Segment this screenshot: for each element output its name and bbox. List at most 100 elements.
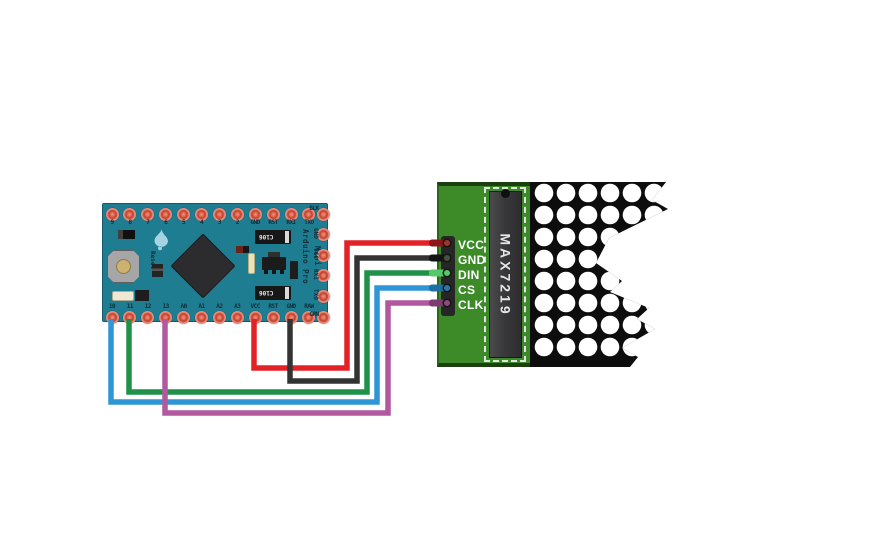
pin-label-bottom-13: 13: [162, 302, 170, 310]
pin-label-top-RXI: RXI: [286, 218, 296, 226]
wire-tip-gnd: [429, 254, 446, 262]
pad-bottom-A0: [177, 310, 191, 324]
matrix-dot: [600, 337, 620, 357]
voltage-regulator-tab: [268, 252, 280, 257]
pad-top-6: [159, 207, 173, 221]
pad-right-GRN: [316, 310, 330, 324]
pad-bottom-12: [141, 310, 155, 324]
voltage-regulator: [262, 257, 286, 270]
pin-label-top-5: 5: [182, 218, 186, 226]
pin-label-top-8: 8: [128, 218, 132, 226]
matrix-dot: [578, 227, 598, 247]
pin-label-bottom-A1: A1: [198, 302, 205, 310]
matrix-dot: [556, 337, 576, 357]
matrix-dot: [556, 315, 576, 335]
pad-bottom-RST: [266, 310, 280, 324]
regulator-leg: [264, 270, 268, 274]
regulator-leg: [280, 270, 284, 274]
capacitor-c106: C106: [255, 286, 291, 300]
matrix-dot: [534, 337, 554, 357]
capacitor-small: [290, 261, 298, 279]
matrix-dot: [578, 249, 598, 269]
capacitor-c106: C106: [255, 230, 291, 244]
matrix-dot: [578, 183, 598, 203]
pin-label-bottom-GND: GND: [286, 302, 296, 310]
led-white: [112, 291, 134, 301]
matrix-dot: [556, 205, 576, 225]
module-pin-din: [442, 268, 452, 278]
matrix-dot: [534, 271, 554, 291]
resistor: [118, 230, 135, 239]
wire-clk: [162, 300, 434, 416]
matrix-dot: [600, 271, 620, 291]
matrix-dot: [622, 205, 642, 225]
matrix-dot: [578, 315, 598, 335]
matrix-dot: [534, 205, 554, 225]
resistor: [236, 246, 249, 253]
pad-top-2: [230, 207, 244, 221]
pin-label-top-3: 3: [217, 218, 222, 226]
pad-bottom-A3: [230, 310, 244, 324]
pin-label-bottom-10: 10: [108, 302, 116, 310]
pin-label-top-6: 6: [164, 218, 168, 226]
pin-label-bottom-A2: A2: [216, 302, 223, 310]
max7219-ic: MAX7219: [489, 191, 522, 358]
matrix-dot: [534, 183, 554, 203]
pad-top-TXO: [302, 207, 316, 221]
pin-label-top-7: 7: [146, 218, 150, 226]
pad-right-RXI: [316, 269, 330, 283]
capacitor-band: [285, 231, 289, 243]
pin-label-bottom-VCC: VCC: [250, 302, 261, 310]
module-pin-vcc: [442, 238, 452, 248]
pad-top-5: [177, 207, 191, 221]
module-pin-cs: [442, 283, 452, 293]
pad-bottom-A2: [212, 310, 226, 324]
wire-vcc: [251, 240, 434, 371]
matrix-dot: [556, 249, 576, 269]
pad-top-3: [212, 207, 226, 221]
matrix-dot: [578, 293, 598, 313]
pad-top-8: [123, 207, 137, 221]
matrix-dot: [600, 315, 620, 335]
pad-top-4: [195, 207, 208, 221]
pin-label-top-RST: RST: [268, 218, 278, 226]
matrix-dot: [556, 227, 576, 247]
pin-label-bottom-A3: A3: [234, 302, 241, 310]
wire-tip-cs: [429, 284, 446, 292]
wire-tip-vcc: [429, 239, 446, 247]
matrix-dot: [534, 249, 554, 269]
matrix-dot: [534, 227, 554, 247]
pad-top-7: [141, 207, 155, 221]
module-pin-label-cs: CS: [458, 283, 476, 297]
pad-right-BLK: [316, 207, 330, 221]
matrix-dot: [622, 315, 642, 335]
matrix-dot: [600, 293, 620, 313]
wire-tip-clk: [429, 299, 446, 307]
module-pin-label-gnd: GND: [458, 253, 486, 267]
pad-bottom-RAW: [302, 310, 316, 324]
pin-label-bottom-RST: RST: [268, 302, 278, 310]
module-pin-clk: [442, 298, 452, 308]
resistor: [152, 264, 163, 277]
ic-notch: [501, 189, 510, 198]
matrix-dot: [534, 293, 554, 313]
pad-right-TXO: [316, 289, 330, 303]
pin-label-bottom-11: 11: [126, 302, 134, 310]
matrix-dot: [600, 205, 620, 225]
capacitor-small: [135, 290, 149, 301]
pin-label-right-BLK: BLK: [309, 205, 319, 212]
wire-gnd: [287, 255, 434, 384]
pin-label-top-2: 2: [235, 218, 240, 226]
flame-logo: [154, 229, 168, 251]
pin-label-right-GRN: GRN: [309, 311, 319, 318]
wire-tip-din: [429, 269, 446, 277]
capacitor-band: [285, 287, 289, 299]
module-pin-gnd: [442, 253, 452, 263]
matrix-dot: [578, 271, 598, 291]
matrix-dot: [578, 205, 598, 225]
arduino-pro-mini-board: Reset C106 C106 Arduino Pro Mini 9876543…: [102, 203, 330, 324]
led-matrix-panel: [530, 182, 668, 367]
reset-button: [107, 250, 140, 283]
pad-bottom-A1: [195, 310, 208, 324]
